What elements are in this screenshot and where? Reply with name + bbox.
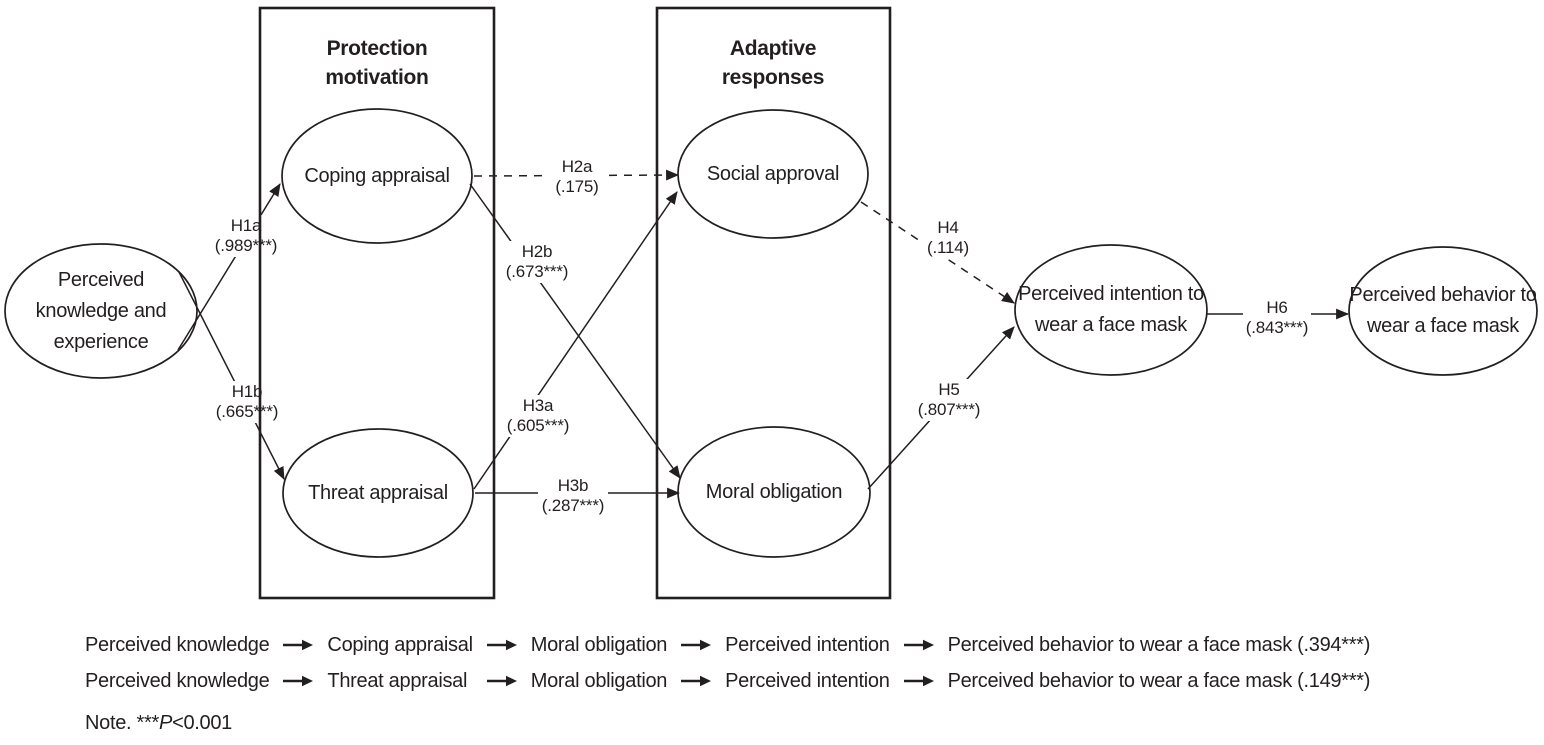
path-coef: (.843***) bbox=[1245, 318, 1309, 337]
path-id: H5 bbox=[938, 380, 960, 399]
path-id: H2b bbox=[521, 242, 553, 261]
path-coef: (.114) bbox=[927, 238, 969, 257]
indirect-path-2-step-2: Threat appraisal bbox=[327, 670, 468, 692]
right-arrow-icon bbox=[283, 639, 314, 651]
path-label-h2b: H2b (.673***) bbox=[503, 241, 571, 283]
path-id: H3b bbox=[557, 476, 589, 495]
group-title-adaptive-responses: Adaptive responses bbox=[721, 37, 825, 89]
indirect-paths: Perceived knowledge Coping appraisal Mor… bbox=[85, 632, 1370, 694]
indirect-path-2-step-5: Perceived behavior to wear a face mask (… bbox=[947, 670, 1371, 692]
indirect-path-1-step-1: Perceived knowledge bbox=[85, 634, 270, 656]
note-p-symbol: P bbox=[159, 712, 173, 734]
indirect-path-1-step-3: Moral obligation bbox=[530, 634, 668, 656]
significance-note: Note. ***P<0.001 bbox=[85, 710, 232, 736]
node-moral-obligation: Moral obligation bbox=[705, 480, 843, 503]
ellipse-perceived-knowledge bbox=[4, 243, 198, 379]
indirect-path-1-step-2: Coping appraisal bbox=[327, 634, 473, 656]
right-arrow-icon bbox=[283, 675, 314, 687]
indirect-path-2-step-1: Perceived knowledge bbox=[85, 670, 270, 692]
path-coef: (.605***) bbox=[506, 416, 570, 435]
group-title-protection-motivation: Protection motivation bbox=[325, 37, 429, 89]
path-label-h6: H6 (.843***) bbox=[1243, 297, 1311, 339]
right-arrow-icon bbox=[681, 639, 712, 651]
path-label-h5: H5 (.807***) bbox=[915, 379, 983, 421]
note-threshold: <0.001 bbox=[172, 712, 232, 734]
indirect-path-1-step-4: Perceived intention bbox=[725, 634, 890, 656]
path-id: H1b bbox=[231, 382, 263, 401]
right-arrow-icon bbox=[903, 639, 934, 651]
right-arrow-icon bbox=[486, 675, 517, 687]
arrow-h2b bbox=[469, 183, 681, 479]
node-social-approval: Social approval bbox=[706, 162, 840, 185]
path-coef: (.673***) bbox=[505, 262, 569, 281]
indirect-path-1-step-5: Perceived behavior to wear a face mask (… bbox=[947, 634, 1371, 656]
node-coping-appraisal: Coping appraisal bbox=[304, 164, 450, 187]
right-arrow-icon bbox=[681, 675, 712, 687]
path-label-h2a: H2a (.175) bbox=[549, 156, 605, 198]
node-perceived-intention: Perceived intention to wear a face mask bbox=[1018, 283, 1204, 336]
indirect-path-2-step-3: Moral obligation bbox=[530, 670, 668, 692]
arrow-h2a bbox=[473, 169, 680, 181]
path-id: H2a bbox=[561, 157, 593, 176]
path-coef: (.175) bbox=[555, 177, 599, 196]
path-label-h3a: H3a (.605***) bbox=[504, 395, 572, 437]
right-arrow-icon bbox=[903, 675, 934, 687]
path-label-h1a: H1a (.989***) bbox=[213, 215, 279, 257]
path-label-h4: H4 (.114) bbox=[920, 217, 976, 259]
right-arrow-icon bbox=[486, 639, 517, 651]
path-label-h3b: H3b (.287***) bbox=[538, 475, 608, 517]
path-coef: (.989***) bbox=[214, 236, 278, 255]
path-id: H6 bbox=[1266, 298, 1288, 317]
arrow-h1b bbox=[178, 271, 285, 480]
node-threat-appraisal: Threat appraisal bbox=[308, 481, 448, 504]
arrow-h1a bbox=[177, 183, 281, 351]
path-id: H3a bbox=[522, 396, 554, 415]
path-coef: (.287***) bbox=[541, 496, 605, 515]
note-prefix: Note. *** bbox=[85, 712, 160, 734]
arrow-h3a bbox=[473, 191, 678, 490]
path-id: H1a bbox=[230, 216, 262, 235]
node-perceived-knowledge: Perceived knowledge and experience bbox=[35, 268, 167, 353]
path-label-h1b: H1b (.665***) bbox=[213, 381, 281, 423]
indirect-path-2-step-4: Perceived intention bbox=[725, 670, 890, 692]
path-coef: (.665***) bbox=[215, 402, 279, 421]
node-perceived-behavior: Perceived behavior to wear a face mask bbox=[1349, 284, 1537, 337]
path-id: H4 bbox=[937, 218, 959, 237]
ellipse-perceived-intention bbox=[1014, 244, 1208, 376]
path-coef: (.807***) bbox=[917, 400, 981, 419]
